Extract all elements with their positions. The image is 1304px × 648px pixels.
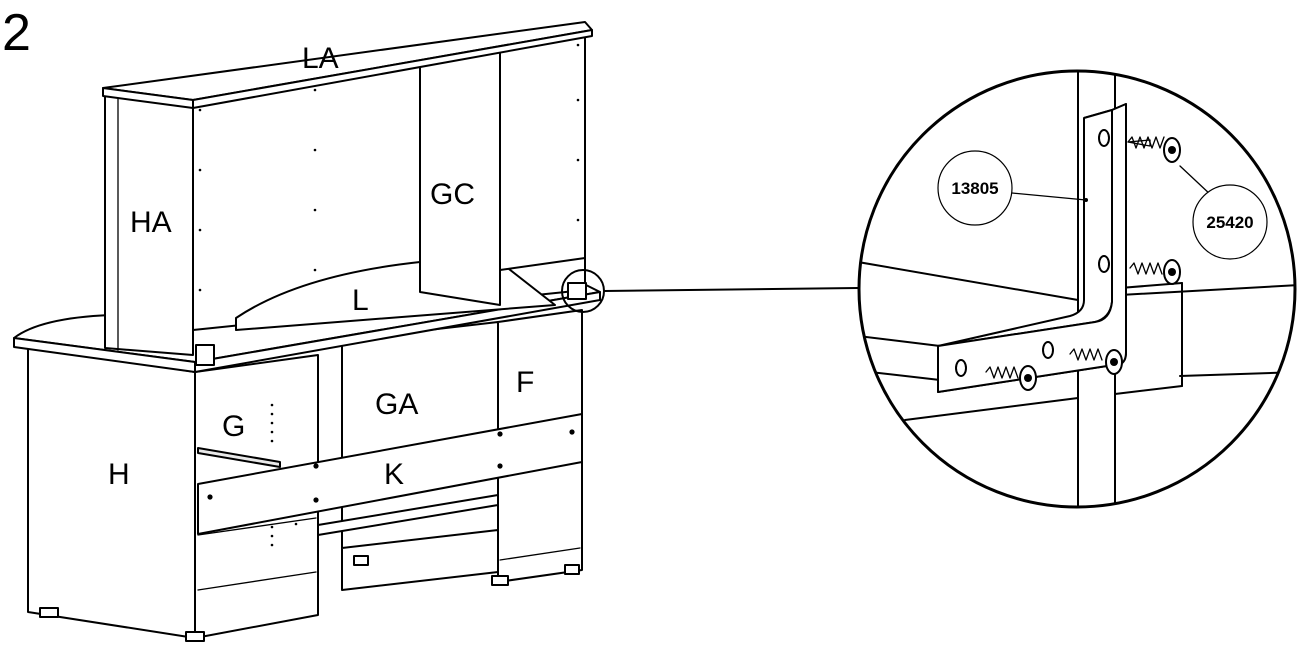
label-la: LA	[302, 42, 339, 75]
hutch-unit	[102, 21, 593, 366]
label-k: K	[384, 458, 404, 491]
hole-dots-g	[270, 403, 298, 547]
label-ga: GA	[375, 388, 418, 421]
screw-middle	[1129, 259, 1181, 285]
detail-view: 13805 25420	[857, 69, 1297, 509]
screw-top	[1127, 136, 1181, 163]
callout-bracket	[937, 150, 1013, 226]
step-number: 2	[2, 4, 31, 62]
label-h: H	[108, 458, 130, 491]
label-f: F	[516, 366, 534, 399]
label-l: L	[352, 284, 369, 317]
bracket-code-label: 13805	[951, 179, 998, 198]
detail-circle	[857, 69, 1297, 509]
label-ha: HA	[130, 206, 172, 239]
panel-h	[27, 344, 196, 639]
rail-k	[197, 413, 583, 535]
label-g: G	[222, 410, 245, 443]
screw-bottom-left	[985, 365, 1037, 391]
screw-bottom-right	[1069, 348, 1123, 375]
corner-bracket-right	[567, 282, 587, 300]
magnify-connector	[603, 287, 859, 292]
callout-screw	[1192, 184, 1268, 260]
hutch-right	[499, 34, 586, 271]
shelf-g	[197, 447, 281, 468]
corner-bracket-left	[195, 344, 215, 366]
label-gc: GC	[430, 178, 475, 211]
rail-k-holes	[207, 429, 575, 503]
screw-code-label: 25420	[1206, 213, 1253, 232]
desk-unit	[13, 281, 601, 642]
